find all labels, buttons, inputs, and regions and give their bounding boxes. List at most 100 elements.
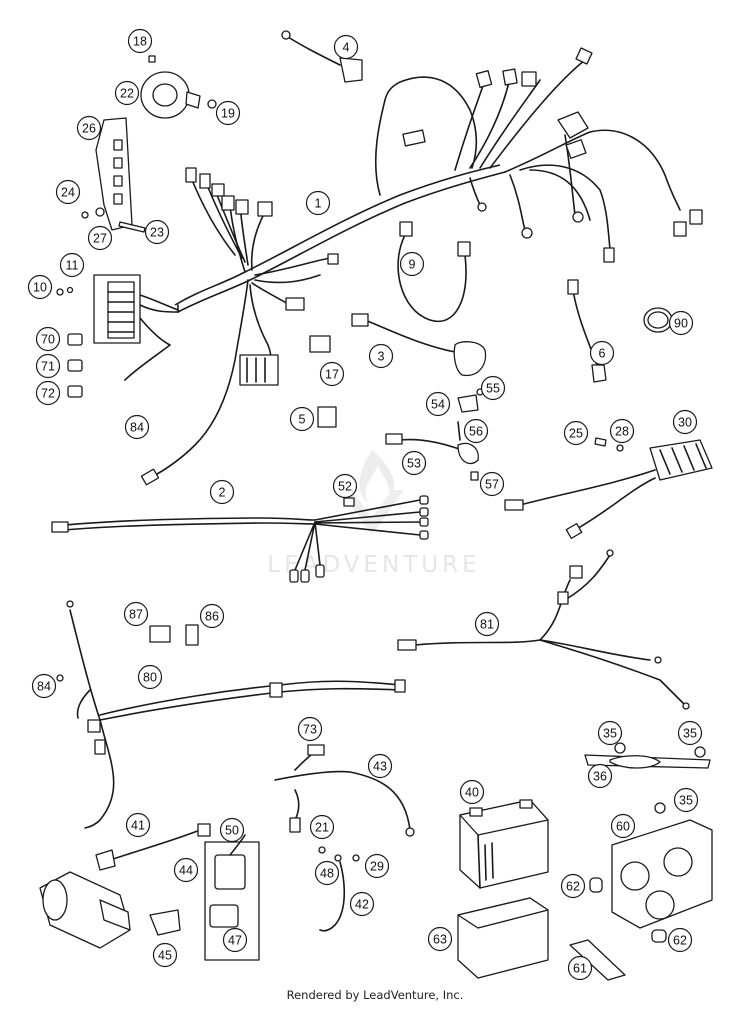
callout-circle	[425, 391, 451, 417]
callout-number: 80	[143, 671, 157, 685]
callout-35a: 35	[597, 720, 623, 746]
callout-circle	[349, 891, 375, 917]
callout-72: 72	[35, 380, 61, 406]
callout-62a: 62	[560, 873, 586, 899]
callout-number: 27	[93, 232, 107, 246]
callout-48: 48	[314, 860, 340, 886]
callout-number: 3	[378, 350, 385, 364]
callout-84a: 84	[124, 414, 150, 440]
callout-number: 35	[679, 794, 693, 808]
callout-number: 41	[131, 819, 145, 833]
callout-circle	[27, 274, 53, 300]
battery-tray	[457, 897, 549, 979]
callout-circle	[667, 927, 693, 953]
callout-90: 90	[668, 310, 694, 336]
callout-61: 61	[567, 955, 593, 981]
callout-circle	[333, 34, 359, 60]
callout-number: 2	[219, 486, 226, 500]
callout-circle	[55, 179, 81, 205]
callout-number: 90	[674, 317, 688, 331]
callout-circle	[114, 80, 140, 106]
callout-number: 29	[370, 860, 384, 874]
callout-number: 10	[33, 281, 47, 295]
callout-19: 19	[215, 100, 241, 126]
callout-number: 62	[566, 880, 580, 894]
callout-circle	[463, 418, 489, 444]
callout-number: 45	[158, 949, 172, 963]
callout-circle	[87, 225, 113, 251]
callout-circle	[401, 450, 427, 476]
callout-17: 17	[319, 361, 345, 387]
starter-motor	[39, 871, 131, 949]
callout-6: 6	[589, 340, 615, 366]
callout-number: 25	[569, 427, 583, 441]
callout-number: 42	[355, 898, 369, 912]
callout-circle	[589, 340, 615, 366]
callout-number: 35	[683, 727, 697, 741]
watermark-text: LEADVENTURE	[267, 552, 480, 578]
callout-43: 43	[367, 753, 393, 779]
callout-number: 1	[315, 197, 322, 211]
callout-circle	[597, 720, 623, 746]
callout-number: 19	[221, 107, 235, 121]
callout-number: 26	[82, 122, 96, 136]
callout-circle	[173, 857, 199, 883]
horn	[140, 71, 201, 119]
callout-71: 71	[35, 353, 61, 379]
callout-circle	[125, 812, 151, 838]
callout-35c: 35	[673, 787, 699, 813]
callout-circle	[560, 873, 586, 899]
callout-circle	[309, 814, 335, 840]
callout-circle	[427, 926, 453, 952]
callout-circle	[673, 787, 699, 813]
callout-57: 57	[479, 471, 505, 497]
callout-number: 81	[480, 618, 494, 632]
callout-circle	[127, 28, 153, 54]
callout-circle	[399, 251, 425, 277]
callout-40: 40	[459, 779, 485, 805]
callout-circle	[222, 927, 248, 953]
callout-circle	[480, 375, 506, 401]
callout-30: 30	[672, 409, 698, 435]
callout-21: 21	[309, 814, 335, 840]
callout-number: 17	[325, 368, 339, 382]
callout-24: 24	[55, 179, 81, 205]
callout-circle	[144, 219, 170, 245]
callout-circle	[59, 252, 85, 278]
callout-73: 73	[297, 716, 323, 742]
callout-number: 56	[469, 425, 483, 439]
callout-84b: 84	[31, 673, 57, 699]
callout-number: 87	[129, 608, 143, 622]
callout-circle	[76, 115, 102, 141]
callout-circle	[123, 601, 149, 627]
callout-circle	[35, 353, 61, 379]
callout-number: 9	[409, 258, 416, 272]
callout-3: 3	[368, 343, 394, 369]
callout-circle	[479, 471, 505, 497]
callout-number: 24	[61, 186, 75, 200]
callout-number: 71	[41, 360, 55, 374]
callout-number: 18	[133, 35, 147, 49]
callout-4: 4	[333, 34, 359, 60]
callout-10: 10	[27, 274, 53, 300]
callout-number: 44	[179, 864, 193, 878]
callout-number: 36	[593, 770, 607, 784]
callout-circle	[124, 414, 150, 440]
render-credit: Rendered by LeadVenture, Inc.	[286, 988, 464, 1002]
callout-42: 42	[349, 891, 375, 917]
callout-circle	[563, 420, 589, 446]
callout-number: 63	[433, 933, 447, 947]
callout-circle	[567, 955, 593, 981]
callout-circle	[367, 753, 393, 779]
callout-number: 73	[303, 723, 317, 737]
callout-circle	[332, 473, 358, 499]
callout-52: 52	[332, 473, 358, 499]
callout-number: 84	[130, 421, 144, 435]
callout-number: 22	[120, 87, 134, 101]
callout-circle	[209, 479, 235, 505]
callout-number: 4	[343, 41, 350, 55]
callout-44: 44	[173, 857, 199, 883]
callout-55: 55	[480, 375, 506, 401]
